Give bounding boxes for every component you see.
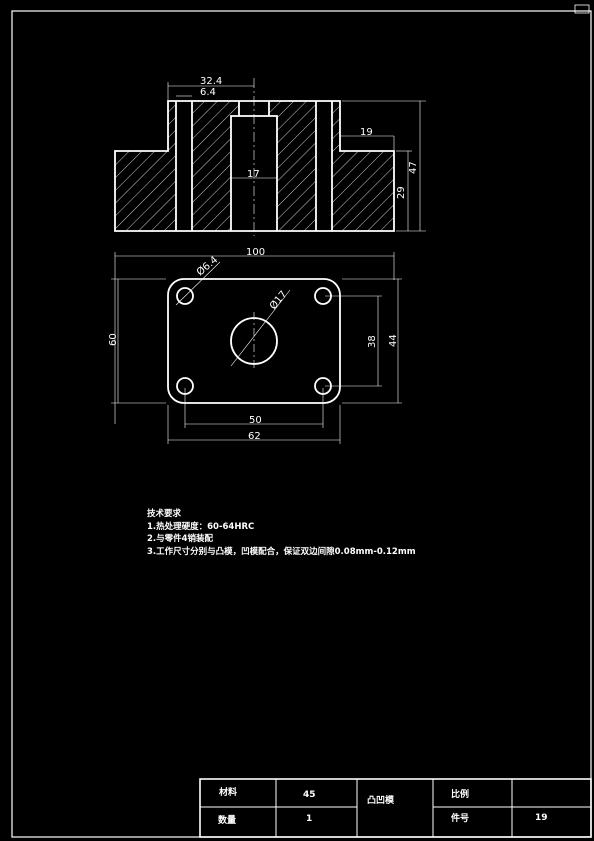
pin-hole-tl [176, 287, 194, 305]
tb-part-no-label: 件号 [451, 812, 469, 824]
hatch-left-boss [168, 101, 176, 231]
tb-quantity-value: 1 [306, 814, 312, 824]
tb-part-name: 凸凹模 [367, 794, 395, 806]
dim-50: 50 [249, 415, 262, 426]
dim-phi-17: Ø17 [267, 288, 289, 312]
section-view [114, 78, 426, 236]
dim-44: 44 [388, 334, 399, 347]
tb-material-value: 45 [303, 790, 316, 800]
dim-6-4-top: 6.4 [200, 87, 216, 98]
hatch-left-inner [192, 101, 231, 231]
dim-47: 47 [408, 161, 419, 174]
plan-view [111, 252, 402, 444]
tb-part-no-value: 19 [535, 813, 548, 823]
dim-29: 29 [396, 186, 407, 199]
dim-60: 60 [108, 333, 119, 346]
notes-line-1: 1.热处理硬度：60-64HRC [147, 521, 255, 532]
tb-scale-label: 比例 [451, 788, 469, 800]
dim-17-section: 17 [247, 169, 260, 180]
hatch-right-top [269, 101, 277, 116]
dim-32-4: 32.4 [200, 76, 222, 87]
notes-title: 技术要求 [147, 509, 182, 519]
dim-100: 100 [246, 247, 265, 258]
corner-mark [574, 4, 590, 14]
notes-line-2: 2.与零件4销装配 [147, 534, 214, 544]
dim-19: 19 [360, 127, 373, 138]
dim-62: 62 [248, 431, 261, 442]
hatch-right-boss [332, 101, 340, 231]
plan-outline [167, 278, 341, 404]
hatch-right-flange [340, 151, 394, 231]
hatch-left-flange [115, 151, 168, 231]
tb-material-label: 材料 [218, 786, 237, 798]
tb-quantity-label: 数量 [218, 814, 236, 826]
title-block [199, 778, 592, 838]
section-outline [114, 100, 395, 232]
technical-requirements: 技术要求 1.热处理硬度：60-64HRC 2.与零件4销装配 3.工作尺寸分别… [147, 508, 416, 558]
dim-38: 38 [367, 335, 378, 348]
notes-line-3: 3.工作尺寸分别与凸模，凹模配合，保证双边间隙0.08mm-0.12mm [147, 546, 416, 557]
hatch-right-inner [277, 101, 316, 231]
hatch-left-top [231, 101, 239, 116]
